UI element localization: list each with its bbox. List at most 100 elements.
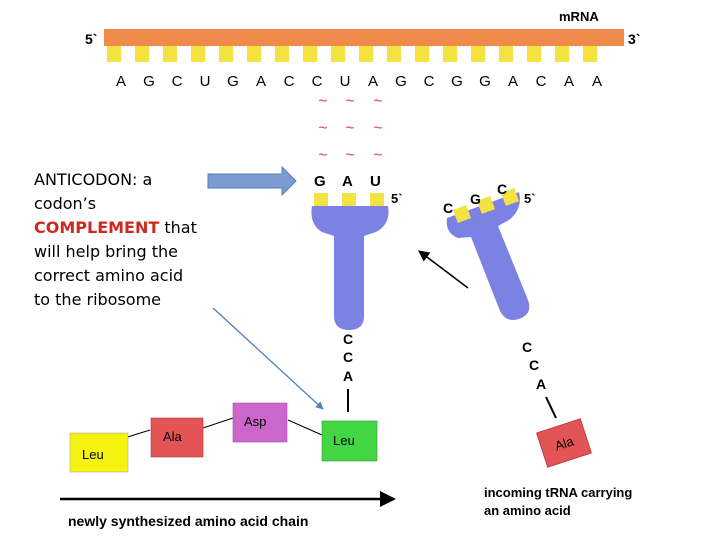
incoming-anticodon-peg xyxy=(453,205,471,223)
pairing-mark: ~ xyxy=(345,147,354,164)
pairing-marks: ~~~~~~~~~ xyxy=(318,93,382,164)
mrna-base-letter: A xyxy=(508,73,518,90)
pairing-mark: ~ xyxy=(373,93,382,110)
bound-trna: G A U 5` C C A xyxy=(311,173,403,412)
mrna-base-tick xyxy=(415,46,429,62)
anticodon-pointer-arrow xyxy=(207,165,297,197)
bound-anticodon-base-3: U xyxy=(370,173,381,190)
peptide-bond xyxy=(202,417,234,429)
bound-amino-acid-label: Leu xyxy=(333,433,355,448)
mrna-base-letter: G xyxy=(479,73,491,90)
incoming-trna-five-prime-label: 5` xyxy=(524,191,536,206)
incoming-trna: C G C 5` C C A Ala xyxy=(443,181,592,468)
bound-amino-acid-leu: Leu xyxy=(321,420,378,462)
incoming-anticodon-peg xyxy=(477,196,495,214)
note-line: correct amino acid xyxy=(34,266,184,285)
mrna-base-tick xyxy=(443,46,457,62)
pairing-mark: ~ xyxy=(318,120,327,137)
mrna-base-letter: G xyxy=(395,73,407,90)
chain-amino-acid-label: Leu xyxy=(82,447,104,462)
mrna-base-tick xyxy=(583,46,597,62)
mrna-base-letter: A xyxy=(256,73,266,90)
mrna-base-letter: A xyxy=(368,73,378,90)
mrna-base-letter: A xyxy=(564,73,574,90)
mrna-base-tick xyxy=(191,46,205,62)
mrna-base-tick xyxy=(107,46,121,62)
note-text: that xyxy=(159,218,197,237)
mrna-base-ticks xyxy=(107,46,597,62)
complement-emphasis: COMPLEMENT xyxy=(34,218,160,237)
chain-amino-acid-box xyxy=(150,417,204,458)
incoming-trna-tail-c2: C xyxy=(529,357,539,373)
pairing-mark: ~ xyxy=(345,93,354,110)
incoming-caption-line-2: an amino acid xyxy=(484,503,571,518)
peptide-bond xyxy=(287,419,323,436)
chain-amino-acid-label: Asp xyxy=(244,414,266,429)
bound-trna-five-prime-label: 5` xyxy=(391,191,403,206)
chain-amino-acid-label: Ala xyxy=(163,429,183,444)
incoming-trna-body xyxy=(446,192,530,320)
bound-trna-body xyxy=(311,206,389,330)
mrna-base-letter: G xyxy=(451,73,463,90)
chain-amino-acid-ala: Ala xyxy=(150,417,204,458)
mrna-base-tick xyxy=(471,46,485,62)
bound-anticodon-peg xyxy=(370,193,384,206)
mrna-base-letter: G xyxy=(143,73,155,90)
pairing-mark: ~ xyxy=(373,120,382,137)
mrna-base-letter: C xyxy=(536,73,547,90)
mrna-base-letter: A xyxy=(592,73,602,90)
incoming-trna-amino-link xyxy=(545,396,557,419)
mrna-base-letter: C xyxy=(424,73,435,90)
chain-caption: newly synthesized amino acid chain xyxy=(68,513,308,529)
bound-amino-acid-box xyxy=(321,420,378,462)
incoming-anticodon-base-2: G xyxy=(470,191,481,207)
mrna-base-letter: G xyxy=(227,73,239,90)
mrna-base-tick xyxy=(163,46,177,62)
bound-anticodon-peg xyxy=(342,193,356,206)
bound-trna-tail-a: A xyxy=(343,368,353,384)
note-line: to the ribosome xyxy=(34,290,162,309)
chain-amino-acid-box xyxy=(69,432,129,473)
note-line: codon’s xyxy=(34,194,97,213)
chain-amino-acid-box xyxy=(232,402,288,443)
note-line-emphasis: COMPLEMENT that xyxy=(34,216,234,240)
pairing-mark: ~ xyxy=(318,93,327,110)
bound-anticodon-base-2: A xyxy=(342,173,353,190)
incoming-amino-acid-ala: Ala xyxy=(536,418,592,468)
bound-anticodon-base-1: G xyxy=(314,173,326,190)
pairing-mark: ~ xyxy=(373,147,382,164)
mrna-base-letter: U xyxy=(340,73,351,90)
mrna-base-tick xyxy=(359,46,373,62)
mrna-base-tick xyxy=(219,46,233,62)
incoming-anticodon-peg xyxy=(501,188,519,206)
mrna-three-prime-label: 3` xyxy=(628,31,640,47)
mrna-label: mRNA xyxy=(559,9,599,24)
mrna-five-prime-label: 5` xyxy=(85,31,97,47)
incoming-direction-arrow xyxy=(418,250,469,289)
mrna-base-letter: C xyxy=(312,73,323,90)
incoming-anticodon-base-1: C xyxy=(443,200,453,216)
chain-direction-arrowhead xyxy=(380,491,396,507)
mrna-base-letter: A xyxy=(116,73,126,90)
mrna-base-tick xyxy=(555,46,569,62)
bound-trna-tail-c2: C xyxy=(343,349,353,365)
mrna-base-tick xyxy=(275,46,289,62)
mrna-base-tick xyxy=(387,46,401,62)
incoming-amino-acid-label: Ala xyxy=(553,433,576,453)
note-line: ANTICODON: a xyxy=(34,170,153,189)
mrna-base-letter: C xyxy=(284,73,295,90)
mrna-backbone xyxy=(104,29,624,46)
mrna-base-tick xyxy=(247,46,261,62)
incoming-anticodon-base-3: C xyxy=(497,181,507,197)
mrna-base-tick xyxy=(499,46,513,62)
bound-trna-tail-c1: C xyxy=(343,331,353,347)
bound-anticodon-peg xyxy=(314,193,328,206)
mrna-base-tick xyxy=(135,46,149,62)
incoming-trna-tail-a: A xyxy=(536,376,546,392)
chain-amino-acid-asp: Asp xyxy=(232,402,288,443)
amino-acid-pointer-line xyxy=(212,307,324,410)
incoming-trna-tail-c1: C xyxy=(522,339,532,355)
chain-amino-acid-leu: Leu xyxy=(69,432,129,473)
